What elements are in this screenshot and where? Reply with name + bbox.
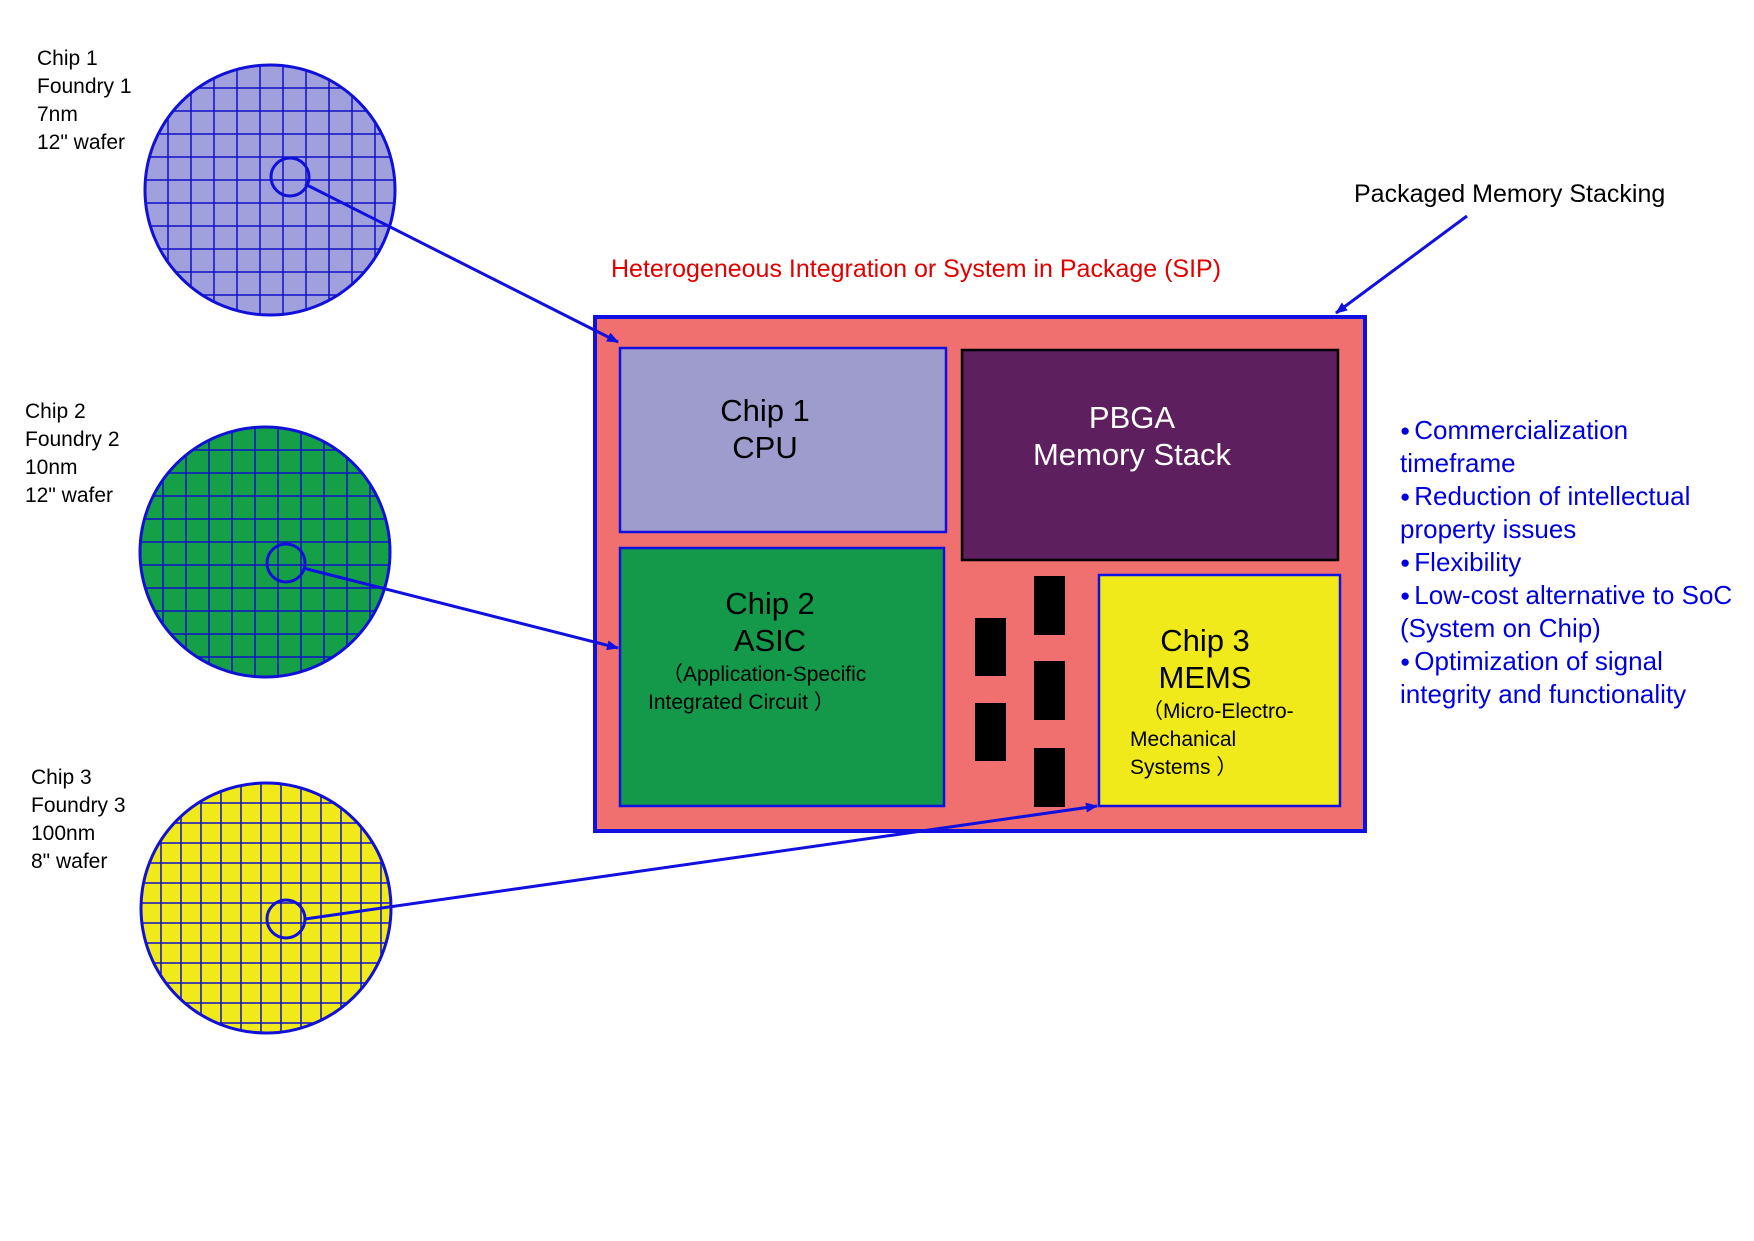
chip-2-desc-line-2: Integrated Circuit ） xyxy=(648,691,835,714)
benefit-item: ●Optimization of signal integrity and fu… xyxy=(1400,646,1687,709)
sip-title: Heterogeneous Integration or System in P… xyxy=(611,255,1222,283)
chip-1-name: Chip 1 xyxy=(720,393,810,428)
arrow-wafer1-to-chip1 xyxy=(304,182,619,344)
chip-2-type: ASIC xyxy=(733,623,807,658)
chip-2-description: （Application-Specific Integrated Circuit… xyxy=(648,661,866,717)
chip-2-name: Chip 2 xyxy=(725,586,815,621)
wafer-1-die-highlight xyxy=(269,156,311,198)
memory-text: PBGA Memory Stack xyxy=(962,399,1302,473)
arrow-memory-stacking xyxy=(1335,214,1468,315)
wafer-1 xyxy=(143,63,397,317)
wafer-2-label: Chip 2 Foundry 2 10nm 12" wafer xyxy=(25,400,120,507)
chip-3-name: Chip 3 xyxy=(1160,623,1250,658)
bullet-icon: ● xyxy=(1400,586,1411,605)
arrow-wafer2-to-chip2 xyxy=(302,566,619,651)
chip-3-desc-line-1: （Micro-Electro- xyxy=(1142,700,1294,723)
chip-3-text: Chip 3 MEMS xyxy=(1110,622,1300,696)
bullet-icon: ● xyxy=(1400,652,1411,671)
arrow-wafer3-to-chip3 xyxy=(304,802,1098,921)
chip-3-desc-line-3: Systems ） xyxy=(1130,756,1238,779)
bullet-icon: ● xyxy=(1400,487,1411,506)
wafer-1-label: Chip 1 Foundry 1 7nm 12" wafer xyxy=(37,47,132,154)
benefits-list: ●Commercialization timeframe ●Reduction … xyxy=(1400,414,1740,711)
chip-2-desc-line-1: （Application-Specific xyxy=(662,663,867,686)
passive-component xyxy=(975,703,1006,761)
chip-3-description: （Micro-Electro- Mechanical Systems ） xyxy=(1130,698,1294,782)
benefit-item: ●Flexibility xyxy=(1400,547,1522,577)
chip-1-type: CPU xyxy=(732,430,798,465)
chip-1-text: Chip 1 CPU xyxy=(620,392,910,466)
memory-stacking-label: Packaged Memory Stacking xyxy=(1354,180,1666,208)
bullet-icon: ● xyxy=(1400,421,1411,440)
chip-3-mems-block xyxy=(1097,573,1342,808)
benefit-item: ●Low-cost alternative to SoC (System on … xyxy=(1400,580,1733,643)
passive-component xyxy=(1034,748,1065,807)
chip-3-desc-line-2: Mechanical xyxy=(1130,728,1237,751)
chip-2-asic-block xyxy=(618,546,946,808)
passive-components xyxy=(975,576,1065,807)
chip-2-text: Chip 2 ASIC xyxy=(640,585,900,659)
benefit-item: ●Reduction of intellectual property issu… xyxy=(1400,481,1691,544)
passive-component xyxy=(1034,661,1065,720)
bullet-icon: ● xyxy=(1400,553,1411,572)
wafer-2 xyxy=(138,425,392,679)
benefit-item: ●Commercialization timeframe xyxy=(1400,415,1629,478)
chip-3-type: MEMS xyxy=(1158,660,1252,695)
wafer-3-label: Chip 3 Foundry 3 100nm 8" wafer xyxy=(31,766,126,873)
chip-1-cpu-block xyxy=(618,346,948,534)
wafer-2-die-highlight xyxy=(265,542,307,584)
passive-component xyxy=(1034,576,1065,635)
pbga-memory-stack-block xyxy=(960,348,1340,562)
wafer-3 xyxy=(139,781,393,1035)
memory-name: PBGA xyxy=(1088,400,1176,435)
passive-component xyxy=(975,618,1006,676)
memory-type: Memory Stack xyxy=(1032,437,1232,472)
